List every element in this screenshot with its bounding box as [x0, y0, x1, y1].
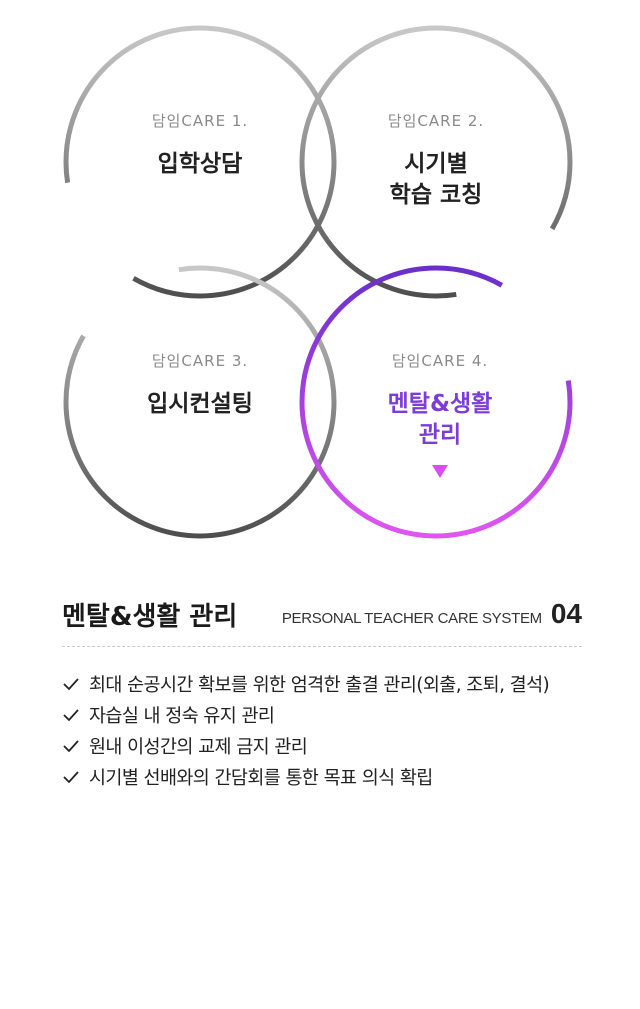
- care-number: 담임CARE 2.: [387, 112, 485, 130]
- care-number: 담임CARE 4.: [391, 352, 489, 370]
- check-icon: [63, 770, 79, 783]
- care-ring-2: [299, 25, 573, 299]
- care-item-2[interactable]: 담임CARE 2. 시기별 학습 코칭: [316, 110, 556, 211]
- dashed-divider: [62, 646, 582, 647]
- care-rings-diagram: [63, 25, 573, 539]
- care-item-4[interactable]: 담임CARE 4. 멘탈&생활 관리: [320, 350, 560, 478]
- check-icon: [63, 739, 79, 752]
- list-item-text: 최대 순공시간 확보를 위한 엄격한 출결 관리(외출, 조퇴, 결석): [89, 674, 550, 696]
- care-ring-4: [299, 265, 573, 539]
- care-title: 입시컨설팅: [147, 391, 253, 417]
- care-ring-1: [63, 25, 337, 299]
- list-item: 시기별 선배와의 간담회를 통한 목표 의식 확립: [62, 761, 549, 792]
- list-item: 최대 순공시간 확보를 위한 엄격한 출결 관리(외출, 조퇴, 결석): [62, 668, 550, 699]
- list-item: 원내 이성간의 교제 금지 관리: [62, 730, 549, 761]
- care-item-1[interactable]: 담임CARE 1. 입학상담: [80, 110, 320, 180]
- list-item-text: 시기별 선배와의 간담회를 통한 목표 의식 확립: [89, 767, 433, 789]
- detail-heading: 멘탈&생활 관리: [62, 602, 238, 632]
- triangle-down-icon: [432, 465, 448, 478]
- care-title: 멘탈&생활 관리: [387, 391, 493, 448]
- care-ring-3: [63, 265, 337, 539]
- care-title: 시기별 학습 코칭: [389, 151, 483, 208]
- check-icon: [63, 708, 79, 721]
- list-item: 자습실 내 정숙 유지 관리: [62, 699, 549, 730]
- check-icon: [63, 677, 79, 690]
- care-number: 담임CARE 1.: [151, 112, 249, 130]
- system-number: 04: [550, 598, 582, 629]
- care-item-3[interactable]: 담임CARE 3. 입시컨설팅: [80, 350, 320, 420]
- list-item-text: 자습실 내 정숙 유지 관리: [89, 705, 275, 727]
- list-item-text: 원내 이성간의 교제 금지 관리: [89, 736, 308, 758]
- system-label: PERSONAL TEACHER CARE SYSTEM 04: [282, 598, 582, 630]
- detail-list: 최대 순공시간 확보를 위한 엄격한 출결 관리(외출, 조퇴, 결석) 자습실…: [62, 668, 550, 792]
- care-number: 담임CARE 3.: [151, 352, 249, 370]
- system-name: PERSONAL TEACHER CARE SYSTEM: [281, 610, 542, 627]
- care-title: 입학상담: [157, 151, 243, 177]
